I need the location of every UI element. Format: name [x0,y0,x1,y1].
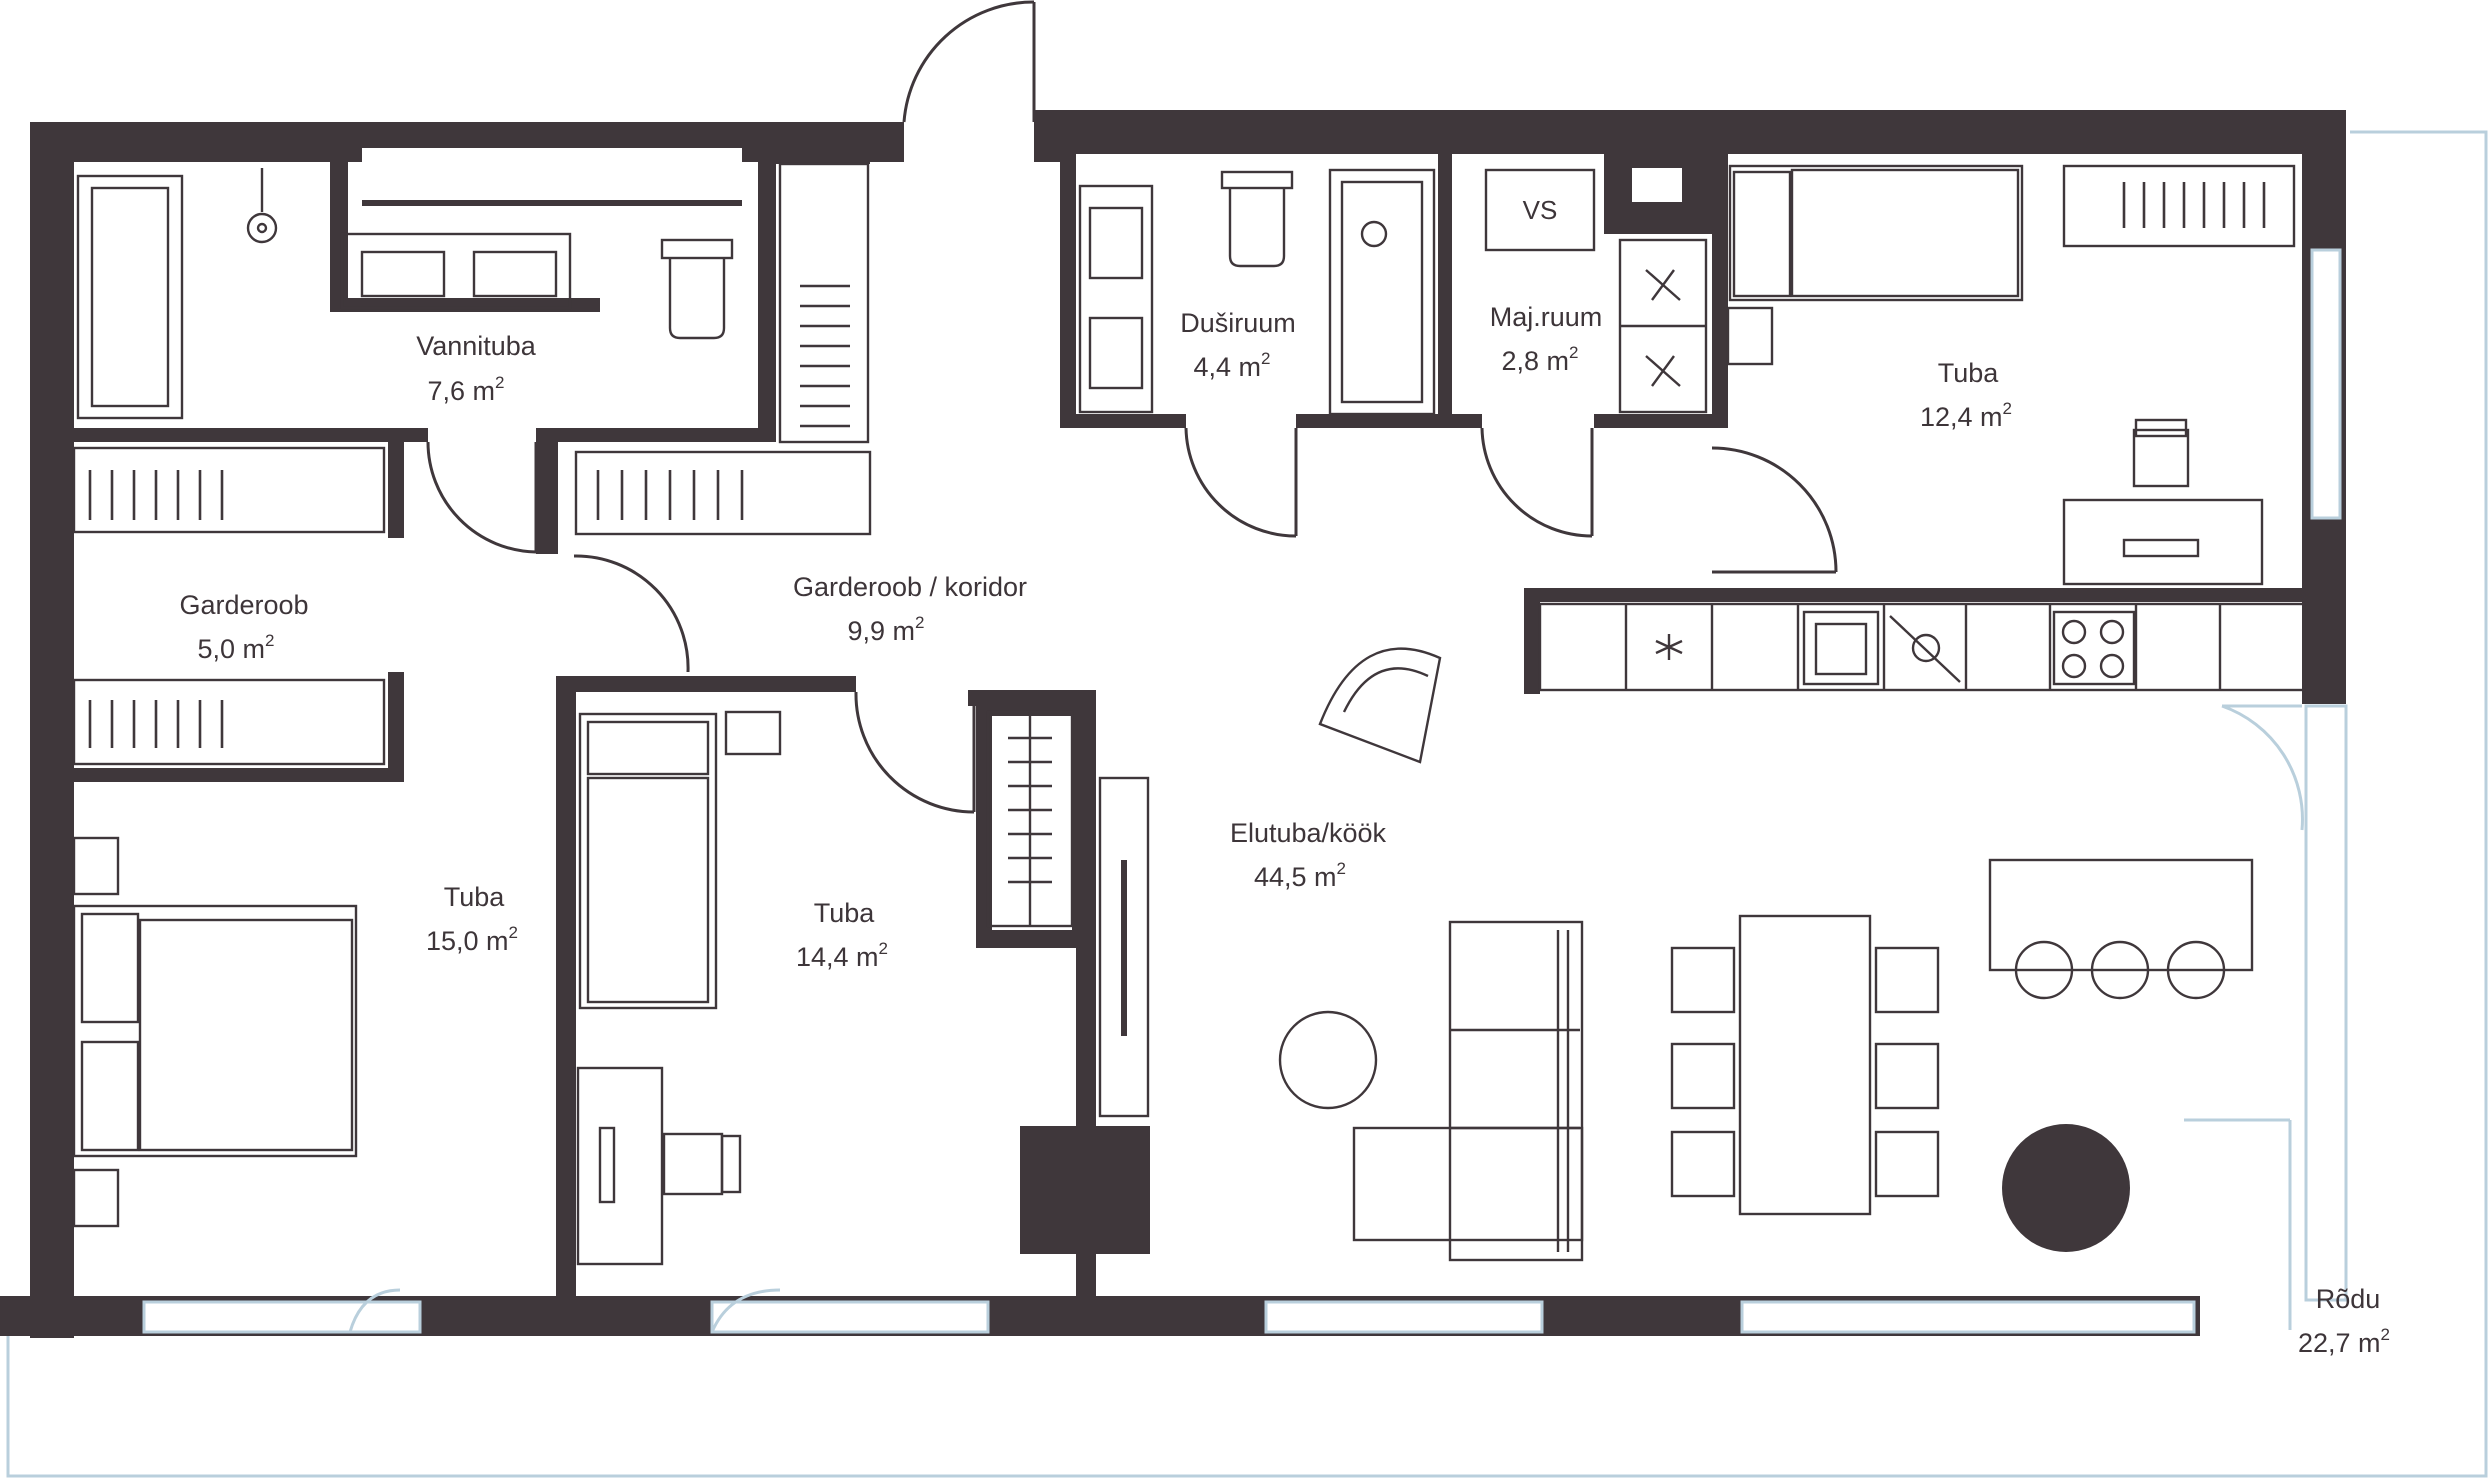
toilet-dusiruum [1220,170,1294,268]
cooktop [2052,610,2136,686]
svg-text:2,8 m2: 2,8 m2 [1502,343,1579,376]
entrance-door [902,0,1036,164]
svg-text:15,0 m2: 15,0 m2 [426,923,518,956]
svg-text:Vannituba: Vannituba [416,331,537,361]
svg-text:Elutuba/köök: Elutuba/köök [1230,818,1387,848]
nightstand-3 [724,710,782,756]
dining-table [1738,914,1872,1216]
wardrobe-garderoob-bottom [72,678,386,766]
svg-text:4,4 m2: 4,4 m2 [1194,349,1271,382]
water-heater-label: VS [1523,195,1558,225]
armchair [1318,647,1442,764]
round-rug [2002,1124,2130,1252]
bed-tuba-sw [72,904,358,1158]
wardrobe-corridor [574,450,872,536]
washer-dryer [1618,238,1708,414]
bathtub-dusiruum [1328,168,1436,416]
svg-text:14,4 m2: 14,4 m2 [796,939,888,972]
svg-text:Duširuum: Duširuum [1180,308,1296,338]
bed-tuba-ne [1728,164,2024,302]
svg-text:Tuba: Tuba [814,898,876,928]
svg-text:7,6 m2: 7,6 m2 [428,373,505,406]
double-sink [340,232,572,310]
nightstand-1 [72,836,120,896]
room-label-tuba-ne: Tuba 12,4 m2 [1920,358,2012,432]
nightstand-4 [1726,306,1774,366]
wardrobe-vannituba [778,162,870,444]
room-label-tuba-mid: Tuba 14,4 m2 [796,898,888,972]
wardrobe-tuba-ne [2062,164,2296,248]
toilet-vannituba [660,238,734,340]
bed-tuba-mid [578,712,718,1010]
fridge-icon [1655,634,1683,660]
room-label-elutuba: Elutuba/köök 44,5 m2 [1230,818,1387,892]
svg-text:Rõdu: Rõdu [2316,1284,2381,1314]
svg-text:Garderoob / koridor: Garderoob / koridor [793,572,1027,602]
bathtub-vannituba [76,174,184,420]
wardrobe-garderoob-top [72,446,386,534]
svg-text:Tuba: Tuba [1938,358,2000,388]
interior-doors [348,427,2304,1333]
chair-tuba-ne [2132,418,2190,488]
room-label-dusiruum: Duširuum 4,4 m2 [1180,308,1296,382]
svg-text:5,0 m2: 5,0 m2 [198,631,275,664]
tv-stand [1098,776,1150,1118]
chair-tuba-mid [662,1132,742,1196]
room-label-garderoob: Garderoob 5,0 m2 [179,590,308,664]
svg-text:Maj.ruum: Maj.ruum [1490,302,1603,332]
svg-text:Garderoob: Garderoob [179,590,308,620]
svg-text:12,4 m2: 12,4 m2 [1920,399,2012,432]
desk-tuba-ne [2062,498,2264,586]
room-label-rodu: Rõdu 22,7 m2 [2298,1284,2390,1358]
outer-walls [0,110,2346,1338]
room-label-tuba-sw: Tuba 15,0 m2 [426,882,518,956]
water-heater: VS [1484,168,1596,252]
svg-text:22,7 m2: 22,7 m2 [2298,1325,2390,1358]
dishwasher-icon [1889,615,1961,683]
room-label-vannituba: Vannituba 7,6 m2 [416,331,537,406]
round-side-table [1278,1010,1378,1110]
svg-text:44,5 m2: 44,5 m2 [1254,859,1346,892]
desk-tuba-mid [576,1066,664,1266]
svg-text:Tuba: Tuba [444,882,506,912]
dining-chairs [1670,946,1940,1198]
sink-kitchen [1802,610,1880,686]
svg-text:9,9 m2: 9,9 m2 [848,613,925,646]
interior-walls [74,148,2348,1334]
sofa [1352,920,1584,1262]
shower-head-icon [246,168,278,244]
kitchen-island [1988,858,2254,1000]
balcony-outline [6,130,2488,1478]
room-label-majruum: Maj.ruum 2,8 m2 [1490,302,1603,376]
sinks-dusiruum [1078,184,1154,414]
nightstand-2 [72,1168,120,1228]
wardrobe-tuba-mid [986,710,1074,928]
kitchen-counter [1538,602,2306,692]
room-label-garderoob-koridor: Garderoob / koridor 9,9 m2 [793,572,1027,646]
